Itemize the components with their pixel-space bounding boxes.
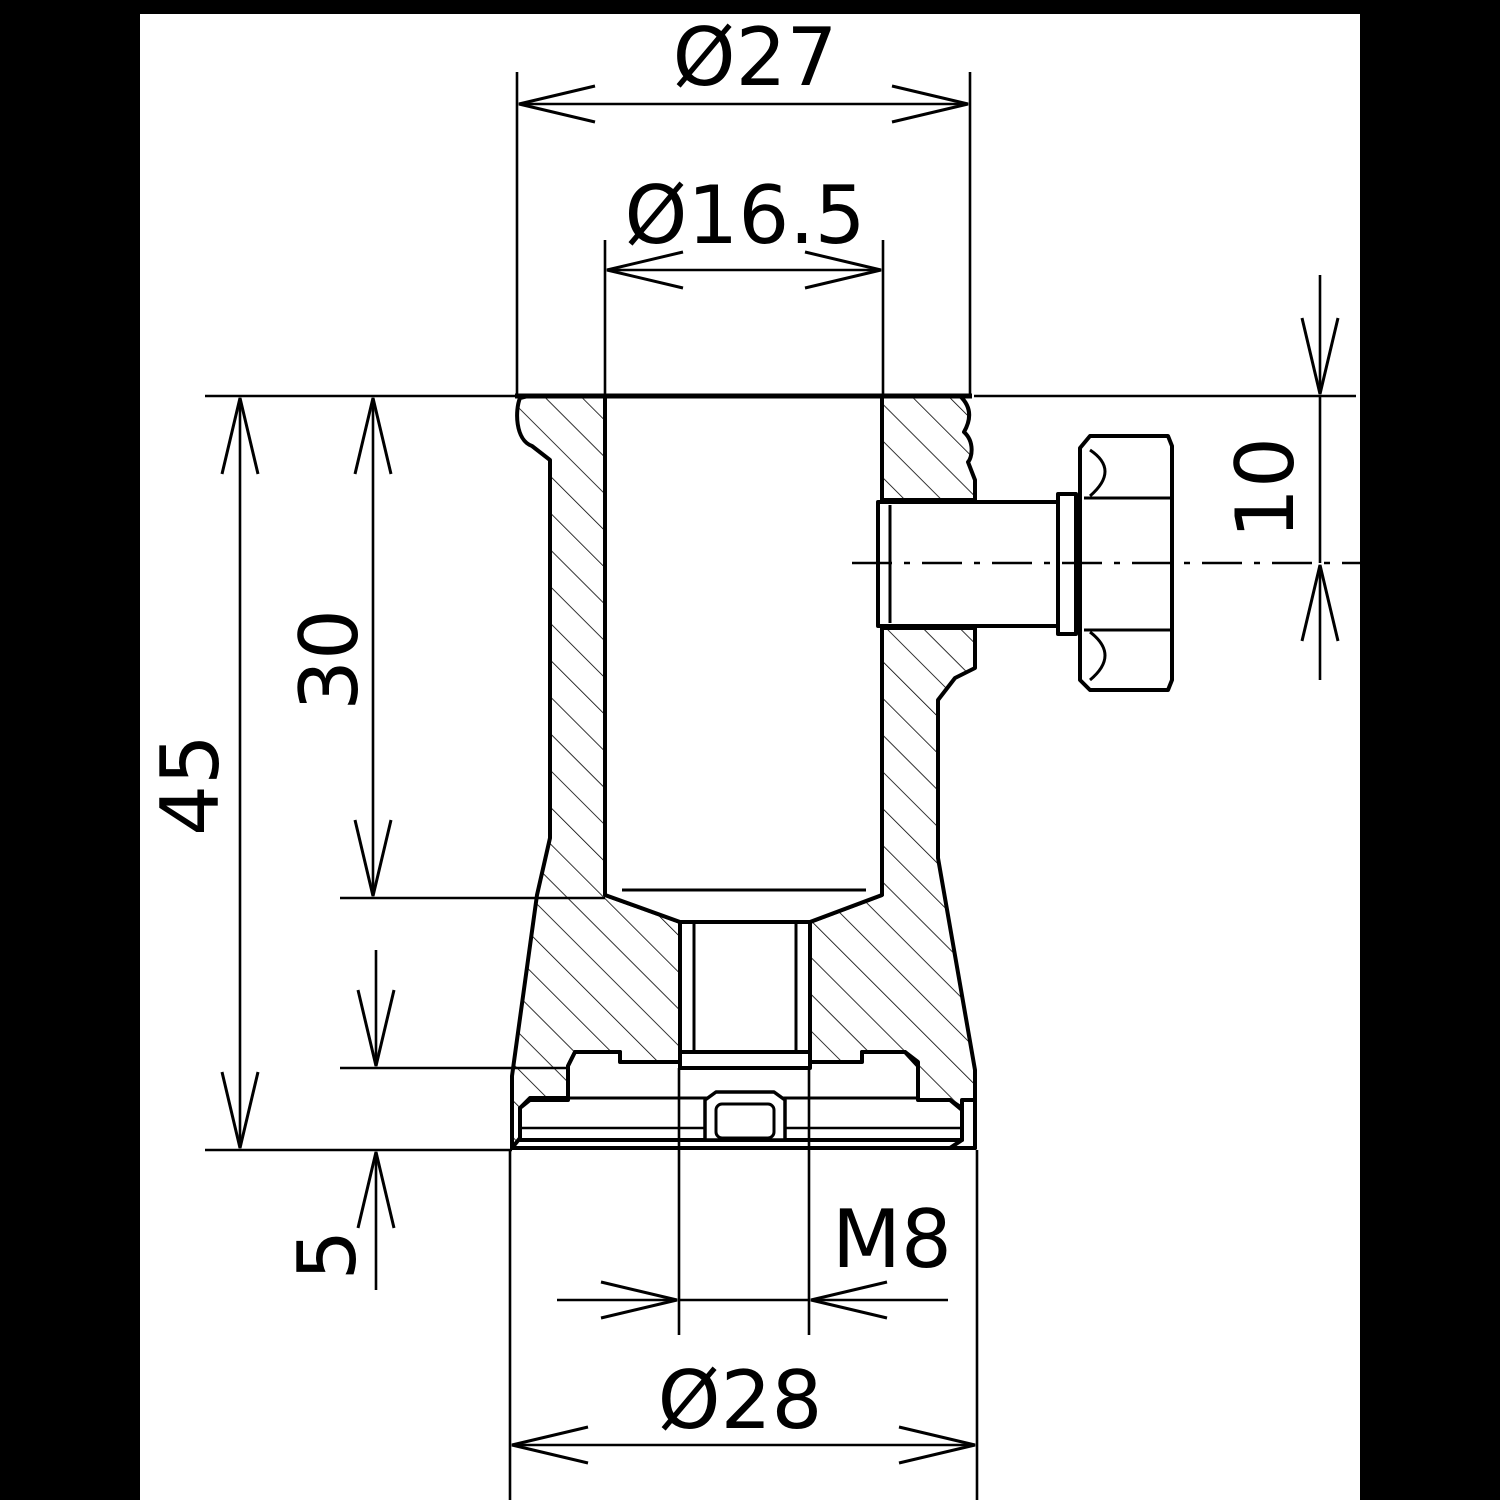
label-base-step: 5 [281,1230,374,1281]
bore [603,394,884,924]
dimension-labels: Ø27 Ø16.5 45 30 10 5 M8 Ø28 [144,11,1312,1447]
dimension-lines [205,72,1356,1500]
base-plate [510,1098,977,1150]
part-section [510,393,977,1150]
label-screw-offset: 10 [1219,437,1312,539]
label-outer-diameter-top: Ø27 [673,11,838,104]
center-pin-inner [714,1102,776,1140]
label-thread: M8 [832,1193,952,1286]
label-bore-depth: 30 [283,609,376,711]
side-screw [852,434,1360,692]
label-total-height: 45 [144,734,237,836]
label-base-diameter: Ø28 [658,1354,823,1447]
hex-curve [1089,448,1107,682]
label-bore-diameter: Ø16.5 [624,169,865,262]
thread-hole [678,920,812,1054]
